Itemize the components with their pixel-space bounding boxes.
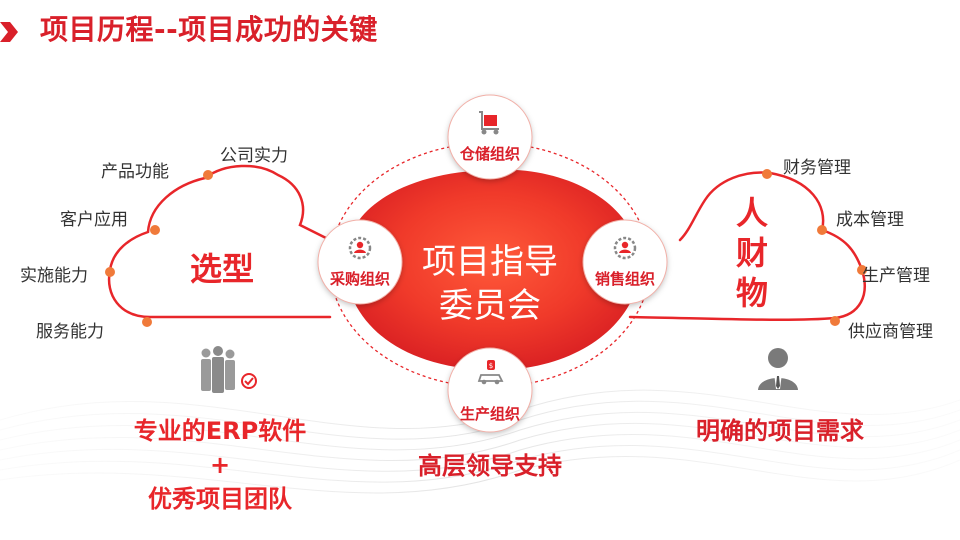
right-cloud-title: 人 财 物 [732,193,772,313]
gear-person-icon [613,236,637,260]
left-cloud-title: 选型 [190,250,255,288]
center-title: 项目指导 委员会 [410,240,570,328]
node-warehouse: 仓储组织 [448,143,532,164]
bottom-left-plus: + [209,451,231,479]
left-label-company: 公司实力 [220,146,288,166]
bottom-right-text: 明确的项目需求 [696,417,864,445]
left-cloud-dots [105,170,213,327]
node-circle-bottom [448,348,532,432]
right-label-supplier: 供应商管理 [848,322,933,342]
right-cloud-title-material: 物 [735,274,768,312]
node-production: 生产组织 [448,403,532,424]
node-sales-label: 销售组织 [594,270,655,288]
node-production-label: 生产组织 [459,405,520,423]
center-title-line1: 项目指导 [422,242,558,282]
node-circle-right [583,220,667,304]
right-cloud-title-people: 人 [735,194,768,232]
node-warehouse-label: 仓储组织 [459,145,520,163]
chevron-right-icon [0,22,18,42]
background-waves [0,389,960,494]
node-purchase-label: 采购组织 [329,270,390,288]
businessman-icon [758,348,798,390]
bottom-left-line3: 优秀项目团队 [148,485,292,513]
money-car-icon: $ [477,360,504,385]
center-committee-shape [345,169,640,371]
left-label-function: 产品功能 [101,162,169,182]
svg-text:$: $ [489,362,493,370]
hand-truck-box-icon [479,111,499,135]
right-cloud-dots [762,169,867,326]
node-circle-top [448,95,532,179]
page-title: 项目历程--项目成功的关键 [40,13,378,46]
bottom-left-line1: 专业的ERP软件 [133,417,307,445]
bottom-center-text: 高层领导支持 [418,452,562,480]
node-circle-left [318,220,402,304]
left-label-customers: 客户应用 [60,210,128,230]
left-cloud-outline [107,164,332,319]
right-label-finance: 财务管理 [783,158,851,178]
right-cloud-outline [628,171,866,321]
team-check-icon [201,346,257,393]
center-title-line2: 委员会 [439,286,541,326]
right-cloud-title-finance: 财 [735,234,768,272]
left-label-service: 服务能力 [36,322,104,342]
node-purchase: 采购组织 [318,268,402,289]
right-label-production: 生产管理 [862,266,930,286]
node-sales: 销售组织 [583,268,667,289]
right-label-cost: 成本管理 [836,210,904,230]
left-label-implementation: 实施能力 [20,266,88,286]
gear-person-icon [348,236,372,260]
bottom-left-text: 专业的ERP软件 + 优秀项目团队 [110,414,330,516]
